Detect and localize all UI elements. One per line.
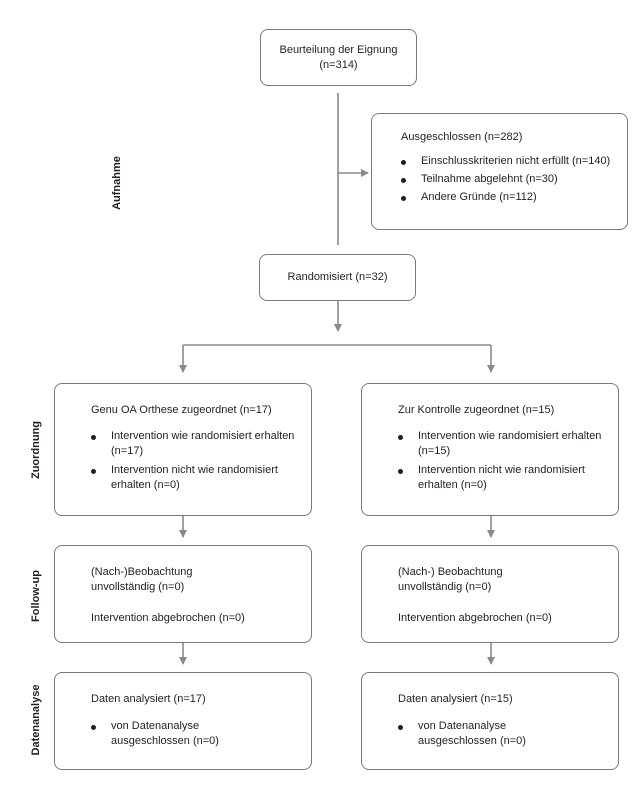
- allocation-left-item: Intervention nicht wie randomisiert erha…: [91, 463, 296, 493]
- allocation-box-right: Zur Kontrolle zugeordnet (n=15) Interven…: [361, 383, 619, 516]
- allocation-left-title: Genu OA Orthese zugeordnet (n=17): [91, 404, 272, 416]
- followup-left-line2: unvollständig (n=0): [91, 581, 185, 593]
- followup-right-line2: unvollständig (n=0): [398, 581, 492, 593]
- analysis-box-left: Daten analysiert (n=17) von Datenanalyse…: [54, 672, 312, 770]
- analysis-right-list: von Datenanalyse ausgeschlossen (n=0): [398, 719, 548, 749]
- analysis-left-item: von Datenanalyse ausgeschlossen (n=0): [91, 719, 241, 749]
- excluded-reason-item: Andere Gründe (n=112): [401, 190, 627, 205]
- section-label-followup: Follow-up: [30, 570, 42, 622]
- analysis-right-item: von Datenanalyse ausgeschlossen (n=0): [398, 719, 548, 749]
- allocation-right-item: Intervention wie randomisiert erhalten (…: [398, 429, 603, 459]
- analysis-left-title: Daten analysiert (n=17): [91, 693, 206, 705]
- followup-left-line1: (Nach-)Beobachtung: [91, 566, 193, 578]
- allocation-left-list: Intervention wie randomisiert erhalten (…: [91, 429, 296, 493]
- excluded-reasons-list: Einschlusskriterien nicht erfüllt (n=140…: [401, 154, 627, 205]
- analysis-left-list: von Datenanalyse ausgeschlossen (n=0): [91, 719, 241, 749]
- followup-right-discontinued: Intervention abgebrochen (n=0): [398, 612, 552, 624]
- eligibility-box: Beurteilung der Eignung (n=314): [260, 29, 417, 86]
- section-label-datenanalyse: Datenanalyse: [30, 684, 42, 756]
- randomized-title: Randomisiert (n=32): [287, 271, 388, 283]
- followup-box-left: (Nach-)Beobachtung unvollständig (n=0) I…: [54, 545, 312, 643]
- allocation-right-item: Intervention nicht wie randomisiert erha…: [398, 463, 603, 493]
- followup-right-line1: (Nach-) Beobachtung: [398, 566, 503, 578]
- eligibility-title: Beurteilung der Eignung: [279, 43, 398, 56]
- excluded-box: Ausgeschlossen (n=282) Einschlusskriteri…: [371, 113, 628, 230]
- randomized-box: Randomisiert (n=32): [259, 254, 416, 301]
- analysis-box-right: Daten analysiert (n=15) von Datenanalyse…: [361, 672, 619, 770]
- excluded-title: Ausgeschlossen (n=282): [401, 131, 523, 143]
- followup-box-right: (Nach-) Beobachtung unvollständig (n=0) …: [361, 545, 619, 643]
- allocation-box-left: Genu OA Orthese zugeordnet (n=17) Interv…: [54, 383, 312, 516]
- allocation-right-list: Intervention wie randomisiert erhalten (…: [398, 429, 603, 493]
- eligibility-count: (n=314): [319, 58, 358, 71]
- excluded-reason-item: Einschlusskriterien nicht erfüllt (n=140…: [401, 154, 627, 169]
- allocation-right-title: Zur Kontrolle zugeordnet (n=15): [398, 404, 555, 416]
- allocation-left-item: Intervention wie randomisiert erhalten (…: [91, 429, 296, 459]
- analysis-right-title: Daten analysiert (n=15): [398, 693, 513, 705]
- section-label-zuordnung: Zuordnung: [30, 420, 42, 480]
- excluded-reason-item: Teilnahme abgelehnt (n=30): [401, 172, 627, 187]
- section-label-aufnahme: Aufnahme: [111, 156, 123, 210]
- followup-left-discontinued: Intervention abgebrochen (n=0): [91, 612, 245, 624]
